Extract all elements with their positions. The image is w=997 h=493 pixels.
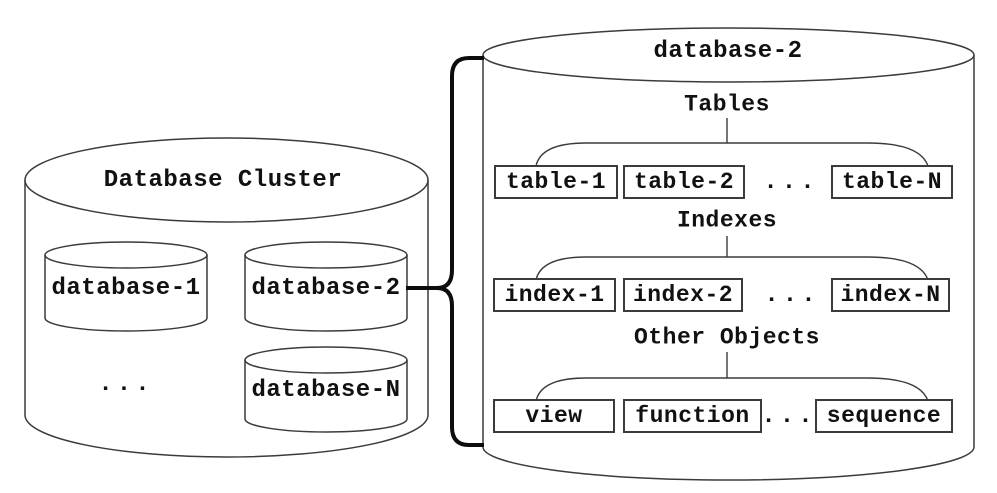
box-table-n: table-N bbox=[831, 165, 953, 199]
box-function-label: function bbox=[635, 403, 750, 429]
detail-cylinder-shape bbox=[482, 27, 975, 481]
box-index-n-label: index-N bbox=[840, 282, 941, 308]
box-table-1: table-1 bbox=[494, 165, 618, 199]
section-label-indexes: Indexes bbox=[676, 207, 778, 234]
database-1-cylinder-shape bbox=[44, 241, 208, 332]
other-objects-group-connector bbox=[535, 352, 929, 402]
box-table-2: table-2 bbox=[623, 165, 745, 199]
detail-title: database-2 bbox=[653, 38, 803, 65]
section-label-other-objects: Other Objects bbox=[634, 324, 820, 351]
database-n-label: database-N bbox=[251, 377, 401, 404]
box-index-2-label: index-2 bbox=[632, 282, 734, 308]
database-n-cylinder-shape bbox=[244, 346, 408, 433]
box-view-label: view bbox=[525, 403, 583, 429]
cluster-title: Database Cluster bbox=[103, 167, 343, 194]
other-objects-ellipsis: ... bbox=[761, 403, 817, 430]
database-2-label: database-2 bbox=[251, 275, 401, 302]
box-index-1-label: index-1 bbox=[504, 282, 605, 308]
indexes-group-connector bbox=[535, 236, 929, 281]
expansion-brace bbox=[406, 56, 484, 447]
tables-ellipsis: ... bbox=[763, 169, 819, 196]
section-label-tables: Tables bbox=[684, 91, 770, 118]
box-table-n-label: table-N bbox=[841, 169, 943, 195]
box-table-1-label: table-1 bbox=[505, 169, 607, 195]
box-table-2-label: table-2 bbox=[633, 169, 735, 195]
cluster-ellipsis: ... bbox=[98, 371, 154, 398]
box-sequence-label: sequence bbox=[826, 403, 942, 429]
box-function: function bbox=[623, 399, 762, 433]
box-index-1: index-1 bbox=[493, 278, 616, 312]
tables-group-connector bbox=[535, 118, 929, 167]
cluster-cylinder-shape bbox=[24, 137, 429, 458]
indexes-ellipsis: ... bbox=[764, 282, 820, 309]
database-1-label: database-1 bbox=[51, 275, 201, 302]
box-index-n: index-N bbox=[831, 278, 950, 312]
box-index-2: index-2 bbox=[623, 278, 743, 312]
box-view: view bbox=[493, 399, 615, 433]
box-sequence: sequence bbox=[815, 399, 953, 433]
